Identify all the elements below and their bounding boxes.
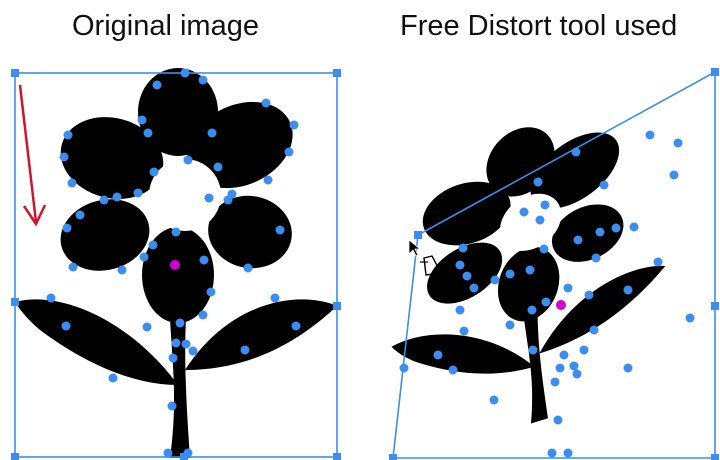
distort-handles[interactable] <box>389 68 719 460</box>
bounding-box-handles[interactable] <box>11 69 341 460</box>
center-point <box>170 260 180 270</box>
original-image-title: Original image <box>72 10 259 42</box>
free-distort-cursor-icon <box>408 239 443 276</box>
bounding-box <box>14 72 338 458</box>
distorted-artwork <box>379 68 719 460</box>
down-arrow-icon <box>18 84 47 227</box>
original-artwork <box>11 68 341 460</box>
distort-anchor-points[interactable] <box>399 130 695 458</box>
free-distort-title: Free Distort tool used <box>400 10 678 42</box>
distort-center-point <box>556 300 566 310</box>
anchor-points[interactable] <box>46 68 301 458</box>
